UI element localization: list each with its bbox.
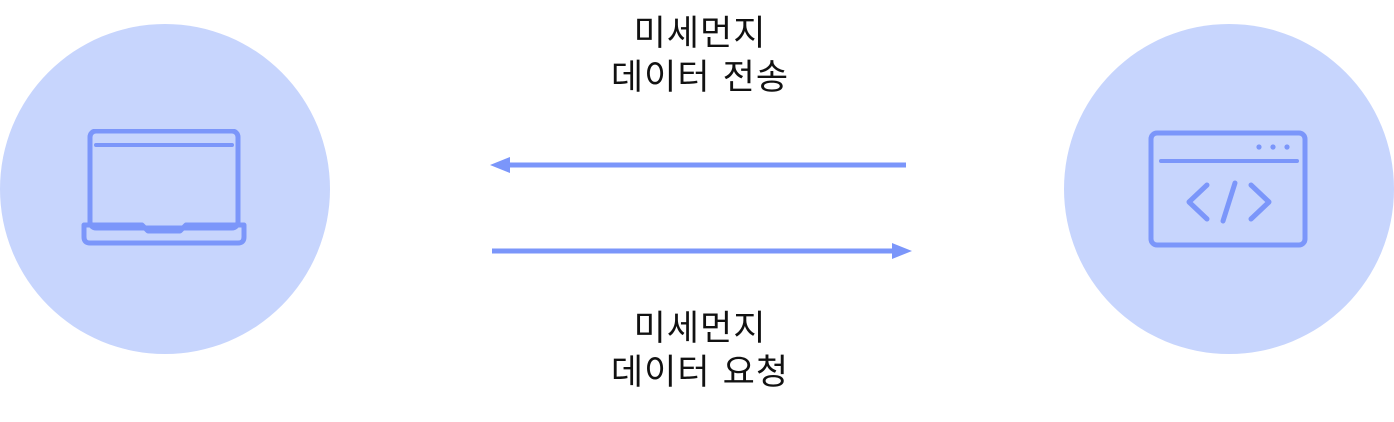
server-node	[1064, 24, 1394, 354]
arrow-send	[490, 157, 906, 173]
arrow-request	[492, 243, 912, 259]
request-label-line2: 데이터 요청	[610, 353, 790, 393]
request-label-line1: 미세먼지	[633, 309, 767, 349]
send-label-line1: 미세먼지	[633, 14, 767, 54]
client-node	[0, 24, 330, 354]
code-window-icon	[1147, 129, 1311, 249]
laptop-icon	[80, 129, 250, 249]
send-label: 미세먼지 데이터 전송	[500, 12, 900, 100]
send-label-line2: 데이터 전송	[610, 58, 790, 98]
request-label: 미세먼지 데이터 요청	[500, 307, 900, 395]
